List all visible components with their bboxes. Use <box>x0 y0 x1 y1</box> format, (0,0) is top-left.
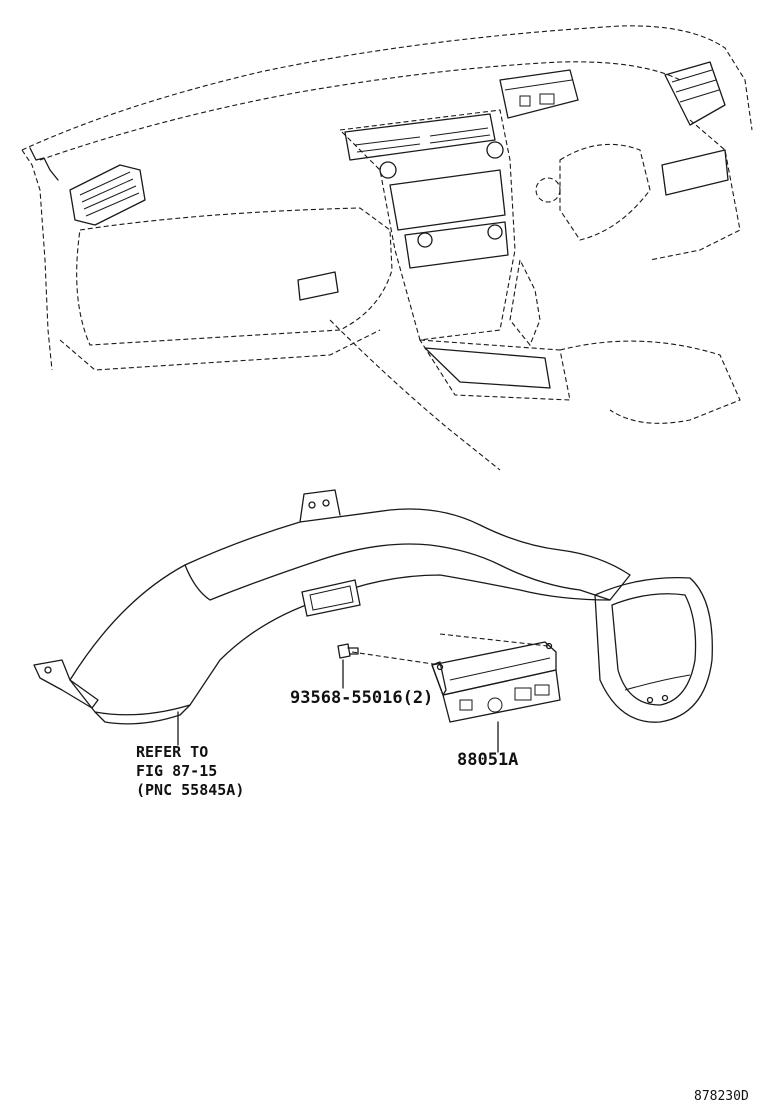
center-vents <box>344 113 496 161</box>
left-vent-slats <box>79 171 140 217</box>
stack-knob-right <box>486 141 504 159</box>
diagram-id: 878230D <box>694 1089 749 1104</box>
dashboard-top-edge <box>21 25 753 151</box>
screw-part-number[interactable]: 93568-55016(2) <box>290 688 434 708</box>
screw-leader-dashed-2 <box>439 633 549 647</box>
glovebox-lower <box>59 329 381 371</box>
right-dash-lower <box>649 119 741 261</box>
screw-leader-dashed <box>351 651 441 666</box>
seat-outline <box>559 340 741 424</box>
duct-port-inner <box>309 585 354 611</box>
control-module-illustration <box>177 633 561 753</box>
top-duct-bracket <box>299 489 341 523</box>
module-location <box>499 69 579 119</box>
top-bracket-hole-1 <box>308 501 316 509</box>
module-front <box>442 669 561 723</box>
duct-port <box>301 579 361 617</box>
right-vent-slats <box>671 69 720 103</box>
refer-label-line-2: FIG 87-15 <box>136 762 218 780</box>
module-left-tab <box>431 661 447 696</box>
glovebox-handle <box>297 271 339 301</box>
dashboard-left-end <box>29 147 59 181</box>
steering-column <box>559 143 651 241</box>
glovebox-outline <box>76 207 393 346</box>
climate-knob-left <box>417 232 433 248</box>
console-outline <box>418 339 571 401</box>
module-details <box>449 657 551 713</box>
floor-line-left <box>329 319 501 471</box>
refer-label-line-3: (PNC 55845A) <box>136 781 245 799</box>
climate-knob-right <box>487 224 503 240</box>
top-bracket-hole-2 <box>322 499 330 507</box>
module-screw-hole-left <box>436 663 444 671</box>
right-outlet-inner <box>611 593 697 706</box>
center-stack-outline <box>338 109 516 341</box>
right-outlet-outer <box>594 576 713 723</box>
duct-upper-ridge <box>184 543 611 601</box>
ignition <box>535 177 561 203</box>
console-tray <box>424 347 551 389</box>
module-location-detail <box>504 79 573 107</box>
outlet-hole-2 <box>661 694 669 702</box>
hazard-knob <box>379 161 397 179</box>
center-vent-slats <box>354 127 491 153</box>
bracket-hole <box>44 666 52 674</box>
dashboard-upper-contour <box>39 61 681 161</box>
audio-unit <box>389 169 506 231</box>
climate-panel <box>404 221 509 269</box>
module-part-number[interactable]: 88051A <box>457 750 519 770</box>
right-vent-outline <box>664 61 726 126</box>
duct-main-body <box>69 508 631 716</box>
screw-shank <box>347 647 359 655</box>
screw-head <box>337 643 351 659</box>
left-vent-outline <box>69 164 146 226</box>
left-duct-bracket <box>33 659 99 709</box>
air-duct-illustration <box>33 489 713 725</box>
right-switch-panel <box>661 149 729 196</box>
outlet-hole-1 <box>646 696 654 704</box>
shifter <box>509 258 541 347</box>
refer-label-line-1: REFER TO <box>136 743 209 761</box>
dashboard-illustration <box>21 25 753 471</box>
right-outlet-louver <box>624 674 691 691</box>
dashboard-left-side <box>21 149 53 371</box>
module-top-plate <box>431 641 557 696</box>
